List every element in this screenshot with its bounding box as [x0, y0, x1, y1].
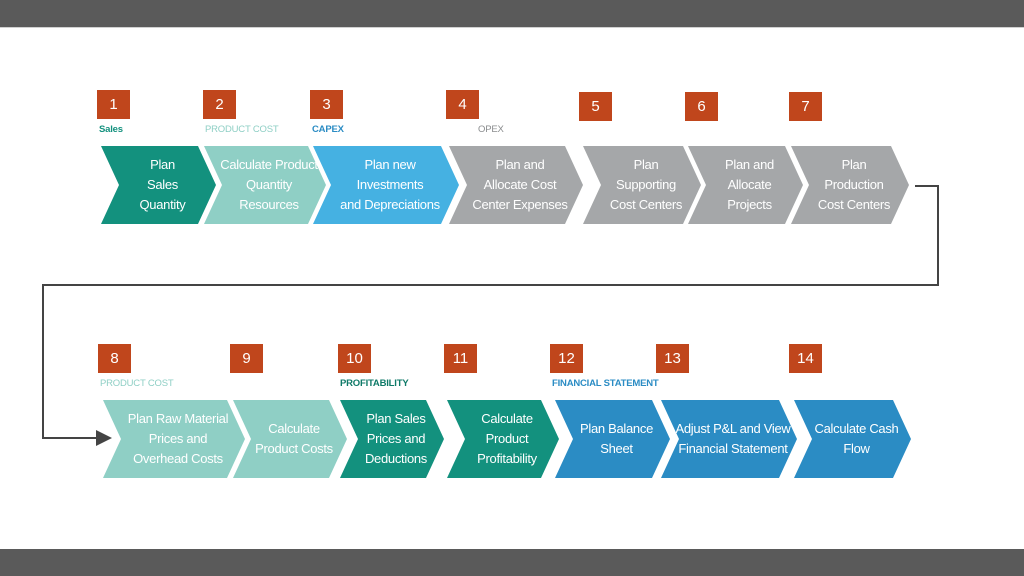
process-step-chevron: Plan Balance Sheet	[555, 400, 670, 478]
step-number-badge: 12	[550, 344, 583, 373]
step-number-badge: 3	[310, 90, 343, 119]
step-label: Plan Sales Quantity	[139, 157, 186, 212]
process-step-chevron: Plan Supporting Cost Centers	[583, 146, 701, 224]
process-step-chevron: Plan Production Cost Centers	[791, 146, 909, 224]
step-number-badge: 13	[656, 344, 689, 373]
step-number-badge: 8	[98, 344, 131, 373]
step-number-badge: 1	[97, 90, 130, 119]
process-step-chevron: Plan and Allocate Cost Center Expenses	[449, 146, 583, 224]
step-label: Plan Production Cost Centers	[817, 157, 891, 212]
step-category-label: PRODUCT COST	[100, 378, 174, 389]
step-label: Plan Sales Prices and Deductions	[364, 411, 428, 466]
process-step-chevron: Adjust P&L and View Financial Statement	[661, 400, 797, 478]
step-number-badge: 6	[685, 92, 718, 121]
process-step-chevron: Calculate Product Costs	[233, 400, 347, 478]
step-label: Calculate Cash Flow	[814, 421, 899, 456]
step-number-badge: 4	[446, 90, 479, 119]
process-step-chevron: Calculate Product Quantity Resources	[204, 146, 326, 224]
step-category-label: PRODUCT COST	[205, 124, 279, 135]
bottom-frame-bar	[0, 549, 1024, 576]
step-category-label: Sales	[99, 124, 123, 135]
process-step-chevron: Plan Sales Quantity	[101, 146, 216, 224]
step-label: Plan and Allocate Cost Center Expenses	[472, 157, 568, 212]
step-label: Plan Raw Material Prices and Overhead Co…	[127, 411, 229, 466]
step-number-badge: 2	[203, 90, 236, 119]
step-label: Plan new Investments and Depreciations	[340, 157, 440, 212]
process-step-chevron: Calculate Cash Flow	[794, 400, 911, 478]
process-step-chevron: Plan Sales Prices and Deductions	[340, 400, 444, 478]
step-label: Plan Balance Sheet	[579, 421, 653, 456]
step-label: Adjust P&L and View Financial Statement	[675, 421, 791, 456]
step-category-label: OPEX	[478, 124, 504, 135]
step-category-label: CAPEX	[312, 124, 344, 135]
step-label: Calculate Product Profitability	[477, 411, 537, 466]
step-label: Calculate Product Costs	[255, 421, 333, 456]
step-category-label: FINANCIAL STATEMENT	[552, 378, 659, 389]
process-step-chevron: Calculate Product Profitability	[447, 400, 559, 478]
step-number-badge: 5	[579, 92, 612, 121]
step-number-badge: 9	[230, 344, 263, 373]
step-number-badge: 14	[789, 344, 822, 373]
step-number-badge: 10	[338, 344, 371, 373]
process-step-chevron: Plan and Allocate Projects	[688, 146, 803, 224]
step-number-badge: 7	[789, 92, 822, 121]
step-number-badge: 11	[444, 344, 477, 373]
step-label: Plan Supporting Cost Centers	[609, 157, 683, 212]
top-frame-bar	[0, 0, 1024, 27]
process-step-chevron: Plan new Investments and Depreciations	[313, 146, 459, 224]
step-category-label: PROFITABILITY	[340, 378, 409, 389]
slide-area	[0, 27, 1024, 549]
step-label: Plan and Allocate Projects	[725, 157, 774, 212]
process-step-chevron: Plan Raw Material Prices and Overhead Co…	[103, 400, 245, 478]
step-label: Calculate Product Quantity Resources	[220, 157, 318, 212]
